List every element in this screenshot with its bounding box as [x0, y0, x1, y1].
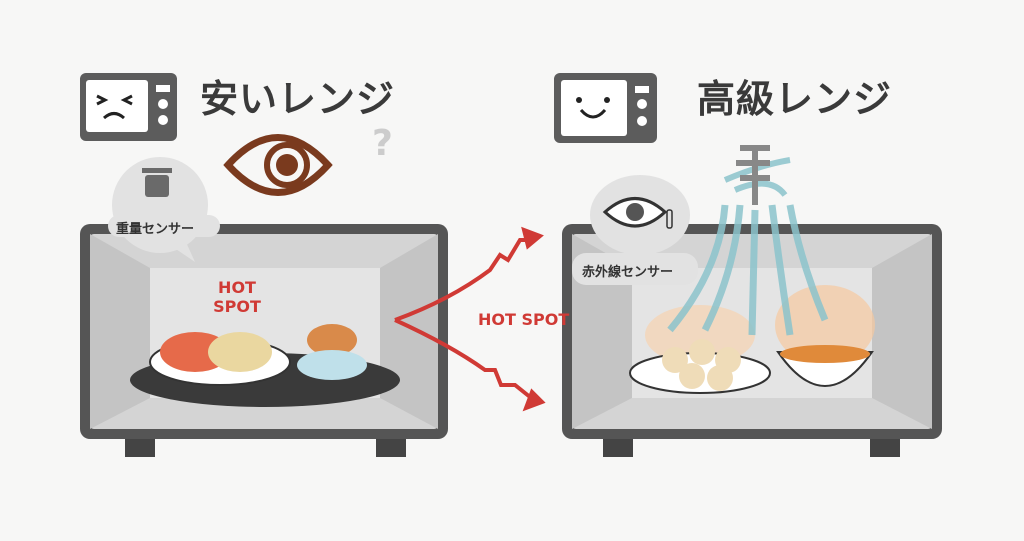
weight-sensor-bubble — [108, 157, 220, 262]
ir-sensor-label: 赤外線センサー — [582, 265, 674, 280]
sad-microwave-icon — [80, 73, 177, 141]
thermometer-icon — [666, 209, 673, 229]
hotspot-arrows — [394, 226, 546, 412]
question-mark: ? — [372, 123, 394, 164]
cheap-microwave — [80, 224, 448, 457]
happy-microwave-icon — [554, 73, 657, 143]
steam-arrows — [667, 157, 829, 336]
fan-icon — [736, 145, 770, 205]
cheap-range-title: 安いレンジ — [200, 77, 396, 121]
weight-sensor-label: 重量センサー — [116, 222, 195, 237]
hotspot-label-middle: HOT SPOT — [478, 310, 570, 329]
scale-icon — [145, 175, 169, 197]
premium-range-title: 高級レンジ — [697, 77, 893, 121]
hotspot-line2: SPOT — [213, 297, 261, 316]
ir-sensor-bubble — [572, 175, 698, 285]
hotspot-line1: HOT — [218, 278, 256, 297]
hotspot-label-left: HOT SPOT — [212, 278, 262, 316]
eye-icon — [223, 134, 333, 196]
